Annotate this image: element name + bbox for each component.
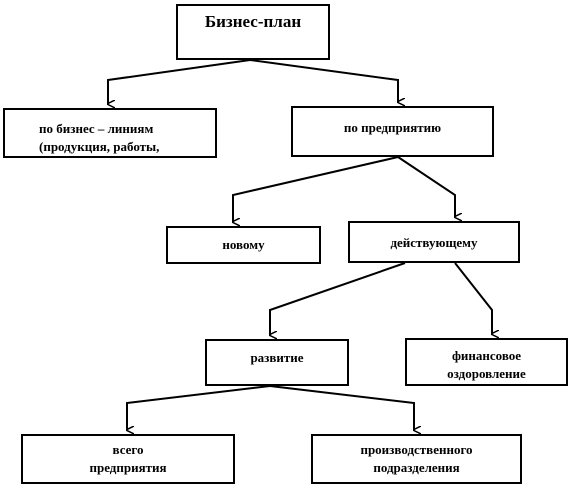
node-business-plan-label: Бизнес-план <box>204 12 302 31</box>
connector-enterprise-to-new <box>232 156 399 222</box>
node-existing-enterprise-label: действующему <box>390 235 478 250</box>
node-whole-enterprise-label-2: предприятия <box>89 460 167 475</box>
connector-root-to-lines <box>107 59 251 104</box>
node-production-division-label-1: производственного <box>360 442 473 457</box>
node-whole-enterprise-label-1: всего <box>112 442 144 457</box>
node-by-enterprise: по предприятию <box>291 106 494 157</box>
node-production-division-label-2: подразделения <box>373 460 460 475</box>
node-new-enterprise-label: новому <box>222 237 265 252</box>
node-business-plan: Бизнес-план <box>176 4 330 60</box>
node-by-business-lines-label-2: (продукция, работы, <box>39 139 160 154</box>
connector-development-to-division <box>269 385 414 430</box>
node-new-enterprise: новому <box>166 226 321 264</box>
connector-existing-to-financial <box>454 262 492 334</box>
node-by-enterprise-label: по предприятию <box>343 120 442 135</box>
node-development-label: развитие <box>250 350 304 365</box>
node-development: развитие <box>205 339 349 386</box>
node-by-business-lines-label-1: по бизнес – линиям <box>39 121 154 136</box>
connector-development-to-whole <box>126 385 271 430</box>
node-financial-recovery-label-2: оздоровление <box>447 366 526 381</box>
node-financial-recovery-label-1: финансовое <box>451 348 522 363</box>
node-financial-recovery: финансовое оздоровление <box>405 338 568 386</box>
connector-root-to-enterprise <box>249 59 398 102</box>
node-whole-enterprise: всего предприятия <box>21 434 235 484</box>
node-existing-enterprise: действующему <box>348 221 520 263</box>
node-production-division: производственного подразделения <box>311 434 522 484</box>
node-by-business-lines: по бизнес – линиям (продукция, работы, <box>3 108 217 158</box>
connector-enterprise-to-existing <box>397 156 455 217</box>
connector-existing-to-development <box>269 262 406 335</box>
